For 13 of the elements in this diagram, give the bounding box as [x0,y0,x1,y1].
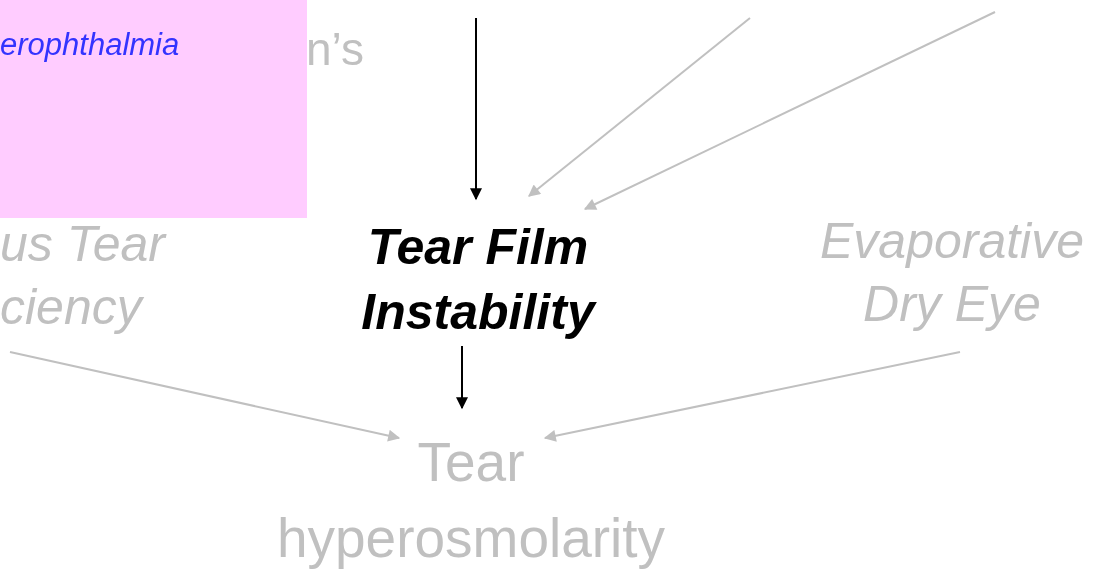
cause-label: Evaporative Dry Eye [818,212,1085,334]
arrow [456,345,468,410]
note-text: erophthalmia [0,26,181,64]
arrow [543,351,961,442]
note-box [0,0,307,218]
arrow [528,17,751,197]
arrow [583,11,996,210]
cause-label: us Tear ciency [0,215,168,337]
arrow [470,17,482,201]
outcome-label: Tear hyperosmolarity [275,430,667,571]
mechanism-label: Tear Film Instability [360,218,598,342]
partial-text: n’s [306,22,364,76]
arrow [9,351,401,442]
